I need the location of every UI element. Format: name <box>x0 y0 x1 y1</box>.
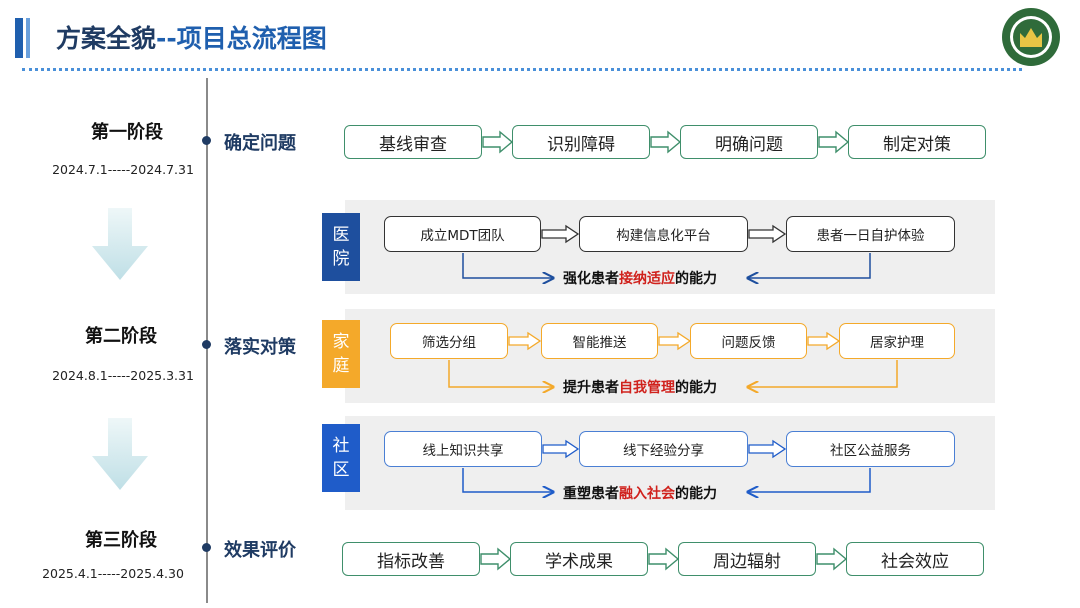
stage-1-name: 第一阶段 <box>91 122 163 143</box>
stage-2-name: 第二阶段 <box>85 326 157 347</box>
timeline-dot <box>202 340 211 349</box>
phase1-step-3: 明确问题 <box>680 125 818 159</box>
phase1-arrows <box>482 130 850 154</box>
phase3-step-2: 学术成果 <box>510 542 648 576</box>
hospital-ability-pre: 强化患者 <box>563 271 619 287</box>
phase1-step-1: 基线审查 <box>344 125 482 159</box>
family-box-1: 筛选分组 <box>390 323 508 359</box>
community-tag-char-2: 区 <box>332 460 350 480</box>
timeline-dot <box>202 543 211 552</box>
family-ability-post: 的能力 <box>675 380 717 396</box>
community-ability-pre: 重塑患者 <box>563 486 619 502</box>
down-arrow-icon <box>92 208 148 280</box>
community-box-2: 线下经验分享 <box>579 431 748 467</box>
community-box-1: 线上知识共享 <box>384 431 542 467</box>
community-tag: 社 区 <box>322 424 360 492</box>
family-tag-char-2: 庭 <box>332 356 350 376</box>
stage-3-date: 2025.4.1-----2025.4.30 <box>42 566 184 581</box>
hospital-box-2: 构建信息化平台 <box>579 216 748 252</box>
hospital-ability-text: 强化患者接纳适应的能力 <box>563 268 717 288</box>
family-arrows <box>508 331 841 351</box>
down-arrow-icon <box>92 418 148 490</box>
phase1-step-4: 制定对策 <box>848 125 986 159</box>
community-tag-char-1: 社 <box>332 436 350 456</box>
hospital-tag: 医 院 <box>322 213 360 281</box>
phase3-step-1: 指标改善 <box>342 542 480 576</box>
stage-3-name: 第三阶段 <box>85 530 157 551</box>
hospital-ability-highlight: 接纳适应 <box>619 271 675 287</box>
hospital-logo-icon <box>1002 8 1060 66</box>
family-box-3: 问题反馈 <box>690 323 807 359</box>
timeline-dot <box>202 136 211 145</box>
community-box-3: 社区公益服务 <box>786 431 955 467</box>
community-ability-text: 重塑患者融入社会的能力 <box>563 483 717 503</box>
title-accent-bar <box>15 18 23 58</box>
family-box-2: 智能推送 <box>541 323 658 359</box>
stage-2-label: 落实对策 <box>224 337 296 358</box>
community-arrows <box>542 439 787 459</box>
page-title-main: 方案全貌 <box>56 24 157 53</box>
hospital-tag-char-2: 院 <box>332 249 350 269</box>
phase3-arrows <box>480 547 848 571</box>
family-ability-pre: 提升患者 <box>563 380 619 396</box>
family-ability-text: 提升患者自我管理的能力 <box>563 377 717 397</box>
page-title: 方案全貌--项目总流程图 <box>56 19 327 55</box>
community-ability-highlight: 融入社会 <box>619 486 675 502</box>
page-title-sub: --项目总流程图 <box>156 24 327 53</box>
stage-1-date: 2024.7.1-----2024.7.31 <box>52 162 194 177</box>
stage-2-date: 2024.8.1-----2025.3.31 <box>52 368 194 383</box>
hospital-ability-post: 的能力 <box>675 271 717 287</box>
community-ability-post: 的能力 <box>675 486 717 502</box>
phase1-step-2: 识别障碍 <box>512 125 650 159</box>
stage-3-label: 效果评价 <box>224 540 296 561</box>
hospital-box-3: 患者一日自护体验 <box>786 216 955 252</box>
family-tag-char-1: 家 <box>332 332 350 352</box>
family-tag: 家 庭 <box>322 320 360 388</box>
hospital-box-1: 成立MDT团队 <box>384 216 541 252</box>
phase3-step-3: 周边辐射 <box>678 542 816 576</box>
title-accent-bar-light <box>26 18 30 58</box>
hospital-tag-char-1: 医 <box>332 225 350 245</box>
family-box-4: 居家护理 <box>839 323 955 359</box>
hospital-arrows <box>541 224 787 244</box>
family-ability-highlight: 自我管理 <box>619 380 675 396</box>
phase3-step-4: 社会效应 <box>846 542 984 576</box>
stage-1-label: 确定问题 <box>224 133 296 154</box>
header-divider <box>22 68 1022 71</box>
